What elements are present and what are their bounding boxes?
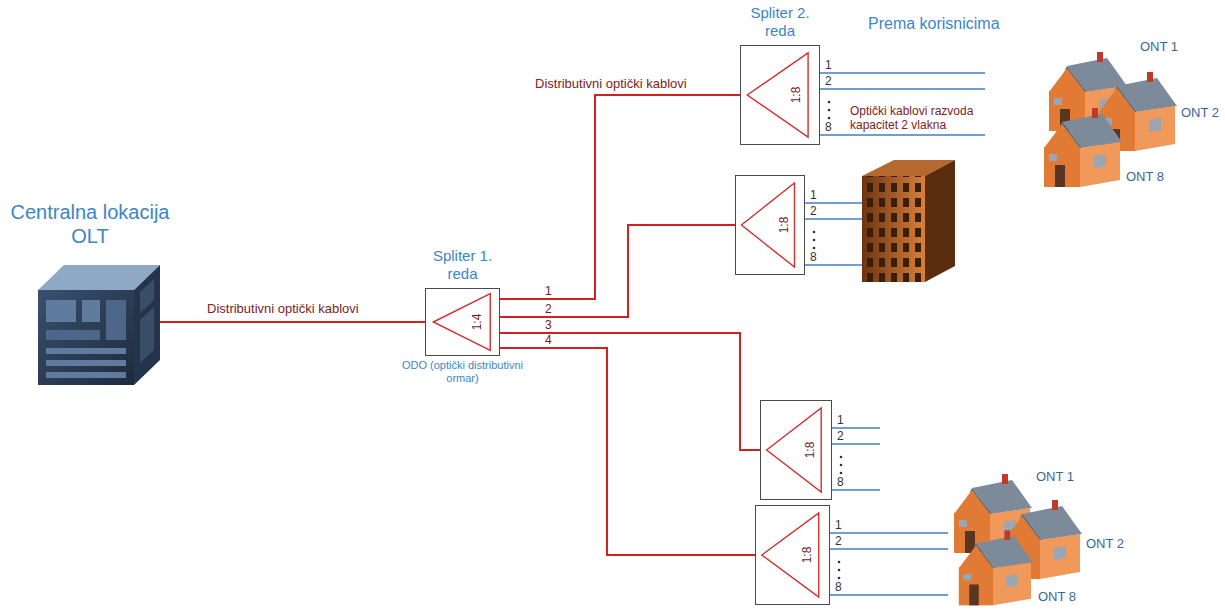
- port-number: 2: [837, 430, 844, 443]
- port-number: 2: [545, 303, 552, 316]
- triangle-outline: [741, 183, 794, 267]
- cable-label: Distributivni optički kablovi: [533, 76, 689, 91]
- fiber-cable: [500, 333, 760, 450]
- port-number: 8: [810, 251, 817, 264]
- splitter-box: Spliter 1. reda1:4ODO (optički distribut…: [425, 288, 500, 356]
- ont-label: ONT 8: [1126, 170, 1164, 183]
- triangle-outline: [767, 408, 822, 492]
- splitter-triangle: [756, 506, 829, 604]
- port-number: 1: [825, 59, 832, 72]
- port-number: 8: [837, 476, 844, 489]
- ont-label: ONT 2: [1086, 537, 1124, 550]
- ratio: 1:8: [777, 217, 790, 234]
- ratio: 1:4: [471, 314, 484, 331]
- sp-heading: Spliter 1. reda: [432, 247, 494, 283]
- fiber-cable: [500, 348, 755, 555]
- fiber-cable: [175, 321, 425, 323]
- splitter-box: 1:8: [755, 505, 830, 605]
- ratio: 1:8: [801, 547, 814, 564]
- splitter-triangle: [741, 46, 819, 144]
- splitter-box: 1:8: [735, 175, 805, 275]
- port-number: 8: [835, 581, 842, 594]
- ratio: 1:8: [804, 442, 817, 459]
- fiber-cable: [500, 225, 735, 317]
- splitter-box: 1:8: [760, 400, 832, 500]
- port-number: 3: [545, 319, 552, 332]
- cable-note: Optički kablovi razvoda kapacitet 2 vlak…: [850, 104, 1000, 132]
- port-number: 1: [837, 414, 844, 427]
- triangle-outline: [762, 513, 819, 597]
- olt-node: Centralna lokacija OLT: [5, 200, 175, 390]
- port-number: 2: [810, 205, 817, 218]
- olt-title: Centralna lokacija OLT: [5, 200, 175, 248]
- sp-heading: Spliter 2. reda: [749, 4, 811, 40]
- port-number: 1: [810, 189, 817, 202]
- ont-label: ONT 1: [1036, 470, 1074, 483]
- port-number: 2: [825, 75, 832, 88]
- port-number: 1: [545, 285, 552, 298]
- splitter-box: Spliter 2. reda1:8: [740, 45, 820, 145]
- port-number: 8: [825, 121, 832, 134]
- port-number: 4: [545, 334, 552, 347]
- ratio: 1:8: [789, 87, 802, 104]
- ont-label: ONT 8: [1038, 590, 1076, 603]
- port-number: 2: [835, 535, 842, 548]
- triangle-outline: [747, 53, 808, 137]
- splitter-triangle: [426, 289, 499, 355]
- ont-label: ONT 2: [1181, 106, 1219, 119]
- triangle-outline: [433, 294, 490, 351]
- cable-label: Distributivni optički kablovi: [205, 301, 361, 316]
- fiber-cable: [500, 95, 740, 299]
- odo-note: ODO (optički distributivni ormar): [401, 359, 525, 385]
- direction-note: Prema korisnicima: [868, 14, 1000, 33]
- ont-label: ONT 1: [1140, 40, 1178, 53]
- port-number: 1: [835, 519, 842, 532]
- splitter-triangle: [761, 401, 831, 499]
- splitter-triangle: [736, 176, 804, 274]
